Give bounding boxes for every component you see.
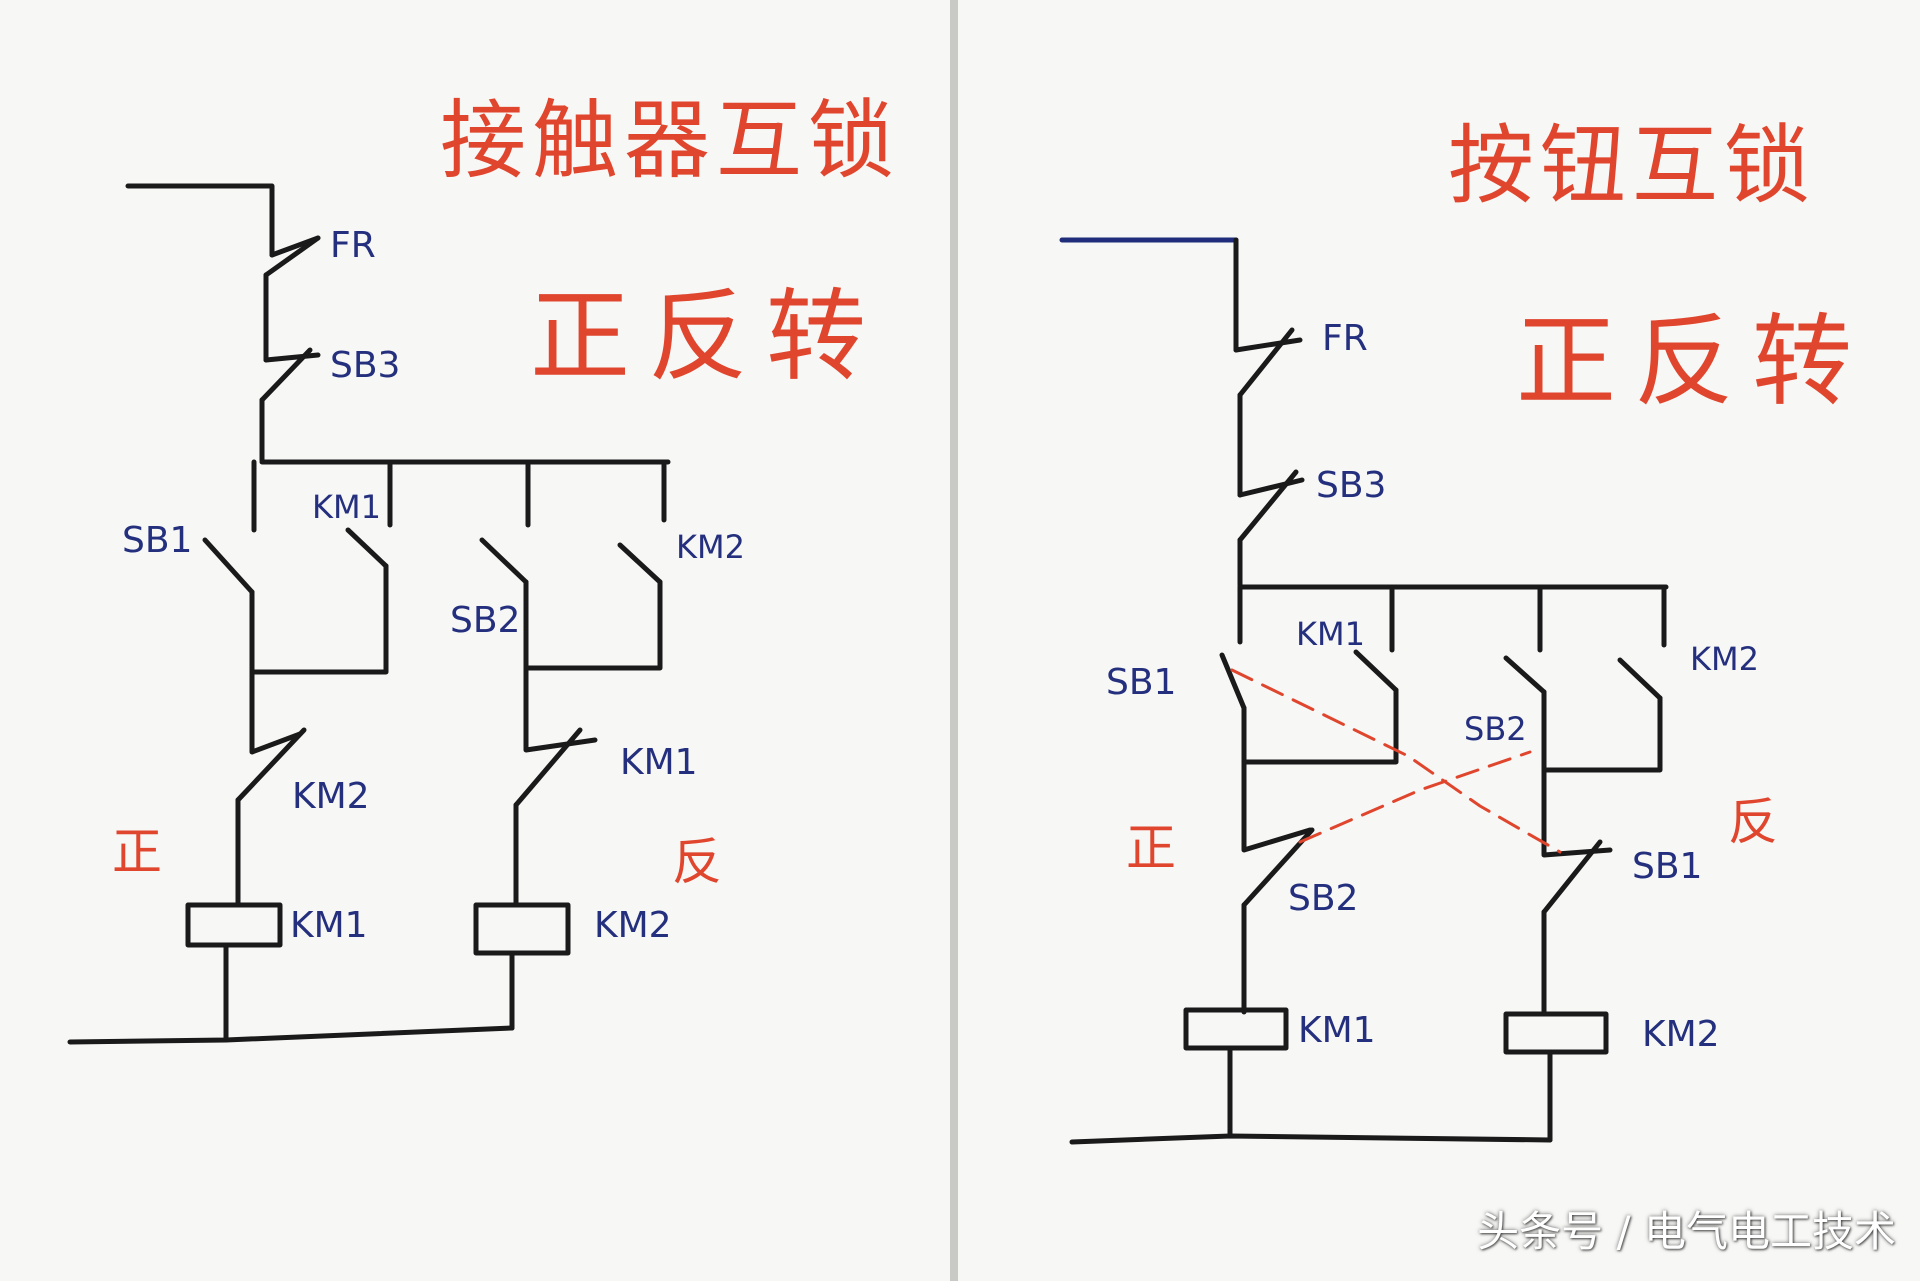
left-km2-nc-blade xyxy=(235,727,307,803)
right-bottom-bus xyxy=(1069,1133,1553,1145)
right-km1-aux-contact xyxy=(1353,649,1399,693)
left-label-km1-aux: KM1 xyxy=(312,488,381,526)
left-label-km2-aux: KM2 xyxy=(676,528,745,566)
left-title-forward-reverse: 正反转 xyxy=(530,278,884,395)
right-label-km2-aux: KM2 xyxy=(1690,640,1759,678)
right-fr-contact xyxy=(1233,337,1303,353)
left-label-sb1: SB1 xyxy=(122,520,193,561)
left-label-reverse: 反 xyxy=(672,833,722,891)
left-km1-nc-wire xyxy=(523,665,598,753)
left-km1-aux-lower-wire xyxy=(249,563,389,675)
left-coil-km1 xyxy=(185,902,283,948)
right-label-coil-km2: KM2 xyxy=(1642,1014,1720,1055)
left-label-coil-km1: KM1 xyxy=(290,905,368,946)
right-km2-aux-contact xyxy=(1617,657,1663,701)
left-km2-nc-wire xyxy=(249,669,303,755)
left-sb3-contact xyxy=(259,347,313,403)
right-label-reverse: 反 xyxy=(1728,793,1778,851)
left-label-km1-nc: KM1 xyxy=(620,742,698,783)
left-label-sb3: SB3 xyxy=(330,345,401,386)
left-paper-sheet xyxy=(0,0,950,1281)
right-sb1-nc-blade xyxy=(1541,839,1603,915)
right-circuit xyxy=(1059,237,1669,1145)
left-label-sb2: SB2 xyxy=(450,600,521,641)
right-km1-aux-lower-wire xyxy=(1241,687,1399,765)
left-circuit xyxy=(67,183,671,1045)
left-fr-contact-blade xyxy=(263,235,321,278)
left-sb1-contact xyxy=(202,537,255,595)
left-label-coil-km2: KM2 xyxy=(594,905,672,946)
right-sb2-top-contact xyxy=(1503,655,1547,695)
right-label-km1-aux: KM1 xyxy=(1296,615,1365,653)
left-km2-aux-lower-wire xyxy=(523,579,663,671)
left-top-supply-wire xyxy=(125,183,275,258)
right-km2-aux-lower-wire xyxy=(1541,695,1663,773)
paper-gap xyxy=(950,0,958,1281)
right-label-fr: FR xyxy=(1322,318,1368,359)
right-coil-km1 xyxy=(1183,1007,1289,1051)
left-sb2-contact xyxy=(479,537,529,585)
left-sb3-contact-blade xyxy=(263,352,321,363)
left-title-contactor-interlock: 接触器互锁 xyxy=(440,91,900,191)
right-paper-sheet xyxy=(958,0,1920,1281)
watermark: 头条号 / 电气电工技术 xyxy=(1477,1207,1896,1256)
right-fr-contact-blade xyxy=(1237,327,1295,398)
right-sb2-nc-wire xyxy=(1241,759,1313,853)
left-km1-aux-contact xyxy=(345,527,389,569)
right-label-forward: 正 xyxy=(1126,819,1176,877)
right-interlock-dash-sb2 xyxy=(1298,750,1532,844)
right-title-button-interlock: 按钮互锁 xyxy=(1448,116,1816,216)
left-label-fr: FR xyxy=(330,225,376,266)
right-label-sb2-top: SB2 xyxy=(1464,710,1527,748)
left-coil-km2 xyxy=(473,902,571,956)
right-sb3-contact xyxy=(1237,469,1299,543)
right-sb1-contact xyxy=(1219,652,1247,711)
right-sb3-contact-blade xyxy=(1237,477,1305,498)
left-km1-nc-blade xyxy=(513,727,583,808)
left-label-km2-nc: KM2 xyxy=(292,776,370,817)
right-label-sb1-nc: SB1 xyxy=(1632,846,1703,887)
left-bottom-bus xyxy=(67,1025,515,1045)
right-label-coil-km1: KM1 xyxy=(1298,1010,1376,1051)
right-label-sb2-nc: SB2 xyxy=(1288,878,1359,919)
right-sb1-nc-wire xyxy=(1541,767,1613,858)
left-label-forward: 正 xyxy=(112,823,162,881)
right-label-sb1: SB1 xyxy=(1106,662,1177,703)
left-km2-aux-contact xyxy=(617,542,663,585)
right-label-sb3: SB3 xyxy=(1316,465,1387,506)
right-coil-km2 xyxy=(1503,1011,1609,1055)
right-title-forward-reverse: 正反转 xyxy=(1516,303,1870,420)
